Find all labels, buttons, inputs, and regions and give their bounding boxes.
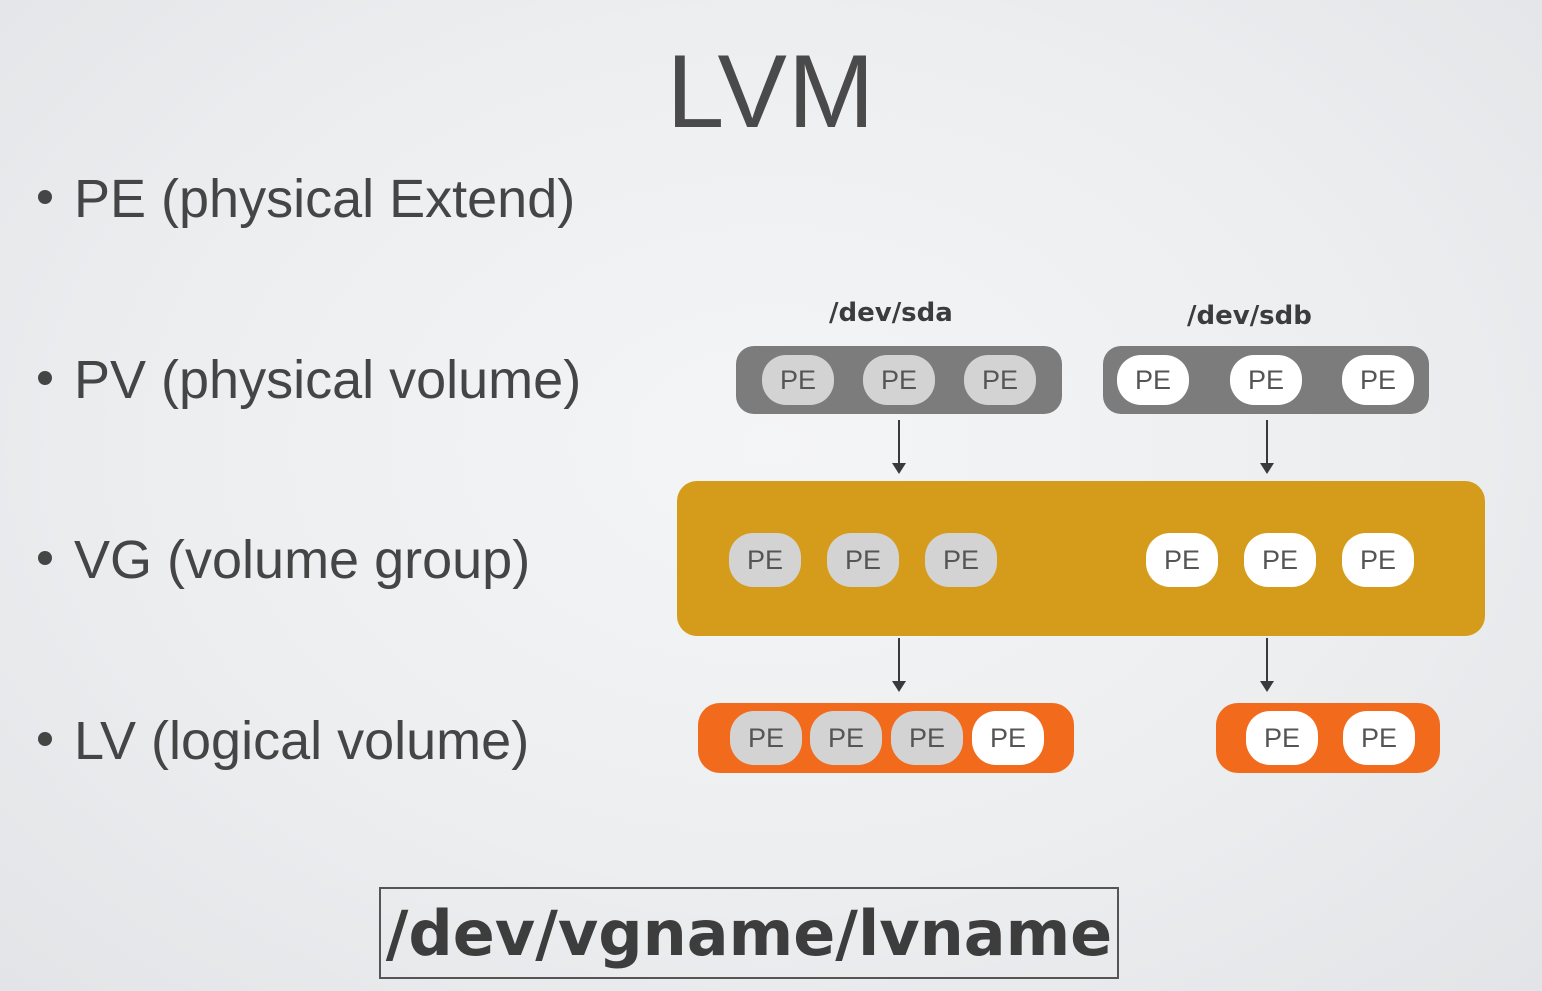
bullet-pe: PE (physical Extend) (38, 172, 575, 226)
pe-block: PE (1117, 355, 1189, 405)
bullet-dot-icon (38, 189, 52, 204)
lv-path-box: /dev/vgname/lvname (379, 887, 1119, 979)
pe-block: PE (964, 355, 1036, 405)
bullet-vg: VG (volume group) (38, 533, 530, 587)
pe-block: PE (1146, 533, 1218, 587)
pv-bar-sdb: PE PE PE (1103, 346, 1429, 414)
pe-block: PE (810, 711, 882, 765)
arrow-down-icon (892, 420, 906, 474)
pe-block: PE (730, 711, 802, 765)
pe-block: PE (827, 533, 899, 587)
bullet-text: LV (logical volume) (74, 711, 530, 771)
slide-title: LVM (666, 34, 876, 150)
pe-block: PE (1246, 711, 1318, 765)
pv-bar-sda: PE PE PE (736, 346, 1062, 414)
arrow-down-icon (1260, 638, 1274, 692)
bullet-lv: LV (logical volume) (38, 714, 529, 768)
bullet-text: VG (volume group) (74, 530, 531, 590)
pe-block: PE (925, 533, 997, 587)
device-label-sdb: /dev/sdb (1187, 301, 1312, 331)
pe-block: PE (762, 355, 834, 405)
bullet-dot-icon (38, 550, 52, 565)
pe-block: PE (1343, 711, 1415, 765)
vg-bar: PE PE PE PE PE PE (677, 481, 1485, 636)
bullet-text: PE (physical Extend) (74, 169, 576, 229)
pe-block: PE (863, 355, 935, 405)
pe-block: PE (1342, 355, 1414, 405)
bullet-dot-icon (38, 370, 52, 385)
lv-bar-2: PE PE (1216, 703, 1440, 773)
pe-block: PE (729, 533, 801, 587)
arrow-down-icon (892, 638, 906, 692)
lv-bar-1: PE PE PE PE (698, 703, 1074, 773)
bullet-dot-icon (38, 731, 52, 746)
arrow-down-icon (1260, 420, 1274, 474)
device-label-sda: /dev/sda (829, 298, 953, 328)
pe-block: PE (1342, 533, 1414, 587)
pe-block: PE (1230, 355, 1302, 405)
bullet-pv: PV (physical volume) (38, 353, 581, 407)
pe-block: PE (891, 711, 963, 765)
pe-block: PE (972, 711, 1044, 765)
bullet-text: PV (physical volume) (74, 350, 582, 410)
pe-block: PE (1244, 533, 1316, 587)
